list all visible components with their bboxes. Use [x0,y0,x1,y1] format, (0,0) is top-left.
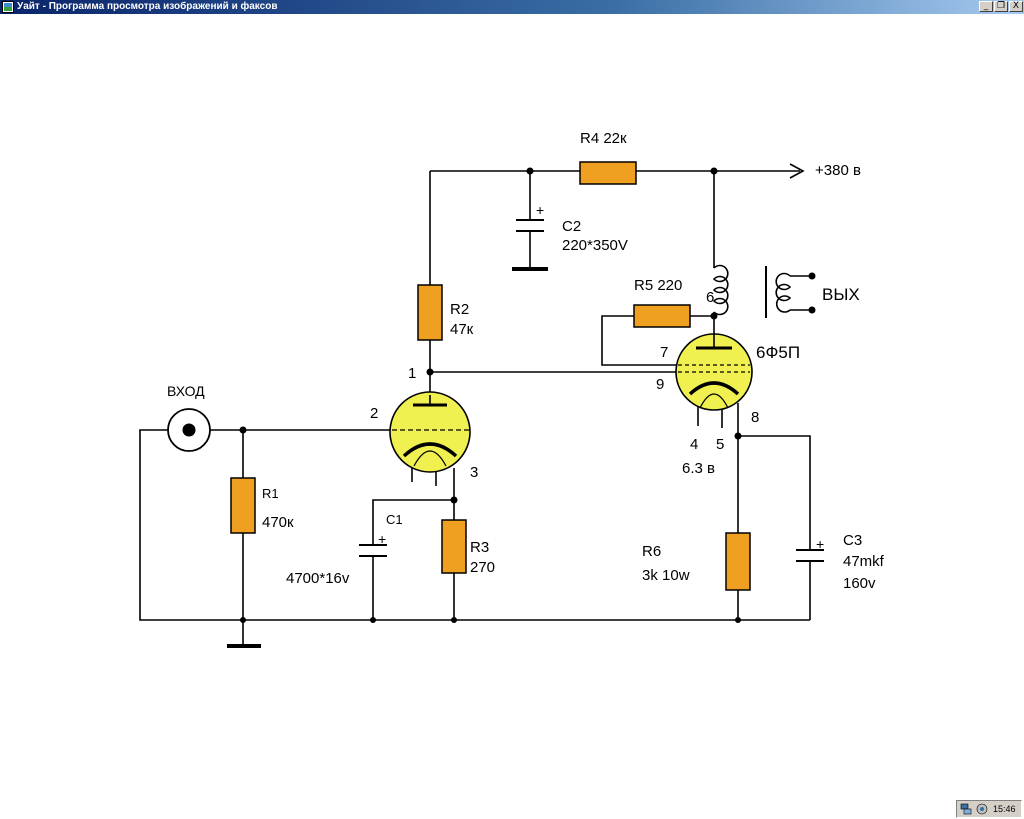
resistor-r4 [579,161,637,185]
label-pin-5: 5 [716,436,724,453]
label-c3-name: C3 [843,532,862,549]
label-pin-6: 6 [706,289,714,306]
label-pin-8: 8 [751,409,759,426]
label-pin-3: 3 [470,464,478,481]
label-r1-value: 470к [262,514,294,531]
label-pin-2: 2 [370,405,378,422]
label-tube-2: 6Ф5П [756,343,800,362]
minimize-button[interactable]: _ [979,1,993,12]
label-c2-name: C2 [562,218,581,235]
label-r4: R4 22к [580,130,627,147]
capacitor-c1 [359,544,387,557]
resistor-r5 [633,304,691,328]
label-c1-name: C1 [386,512,403,527]
resistor-r2 [417,284,443,341]
transformer-secondary-winding [775,272,792,313]
app-icon [2,1,14,13]
label-r2-value: 47к [450,321,474,338]
schematic-diagram: R4 22к +380 в + C2 220*350V R5 220 6 ВЫХ… [139,130,885,648]
junction-dots [239,167,816,623]
label-input: ВХОД [167,383,205,399]
label-pin-7: 7 [660,344,668,361]
window-title: Уайт - Программа просмотра изображений и… [17,1,278,12]
input-jack-icon [167,408,211,452]
label-c1-polarity: + [378,531,386,547]
tube-1-icon [389,391,471,473]
label-supply-voltage: +380 в [815,162,861,179]
label-pin-9: 9 [656,376,664,393]
resistor-r6 [725,532,751,591]
capacitor-c2 [516,219,544,232]
label-c3-polarity: + [816,536,824,552]
resistor-r3 [441,519,467,574]
label-r6-name: R6 [642,543,661,560]
image-viewer-canvas: R4 22к +380 в + C2 220*350V R5 220 6 ВЫХ… [0,14,1024,800]
title-bar[interactable]: Уайт - Программа просмотра изображений и… [0,0,1024,14]
label-heater-voltage: 6.3 в [682,460,715,477]
label-r3-name: R3 [470,539,489,556]
label-pin-4: 4 [690,436,698,453]
label-r1-name: R1 [262,486,279,501]
tray-clock[interactable]: 15:46 [993,804,1016,814]
restore-button[interactable]: ❐ [994,1,1008,12]
label-r5: R5 220 [634,277,682,294]
label-r6-value: 3k 10w [642,567,690,584]
label-c2-polarity: + [536,202,544,218]
label-c1-value: 4700*16v [286,570,350,587]
label-c3-voltage: 160v [843,575,876,592]
label-pin-1: 1 [408,365,416,382]
label-output: ВЫХ [822,285,860,304]
transformer-primary-winding [712,264,729,316]
label-c2-value: 220*350V [562,237,628,254]
label-r3-value: 270 [470,559,495,576]
tube-2-icon [675,333,753,411]
label-r2-name: R2 [450,301,469,318]
volume-icon[interactable] [976,803,988,815]
close-button[interactable]: X [1009,1,1023,12]
network-icon[interactable] [960,803,972,815]
system-tray: 15:46 [956,800,1022,818]
resistor-r1 [230,477,256,534]
label-c3-value: 47mkf [843,553,885,570]
capacitor-c3 [796,549,824,562]
